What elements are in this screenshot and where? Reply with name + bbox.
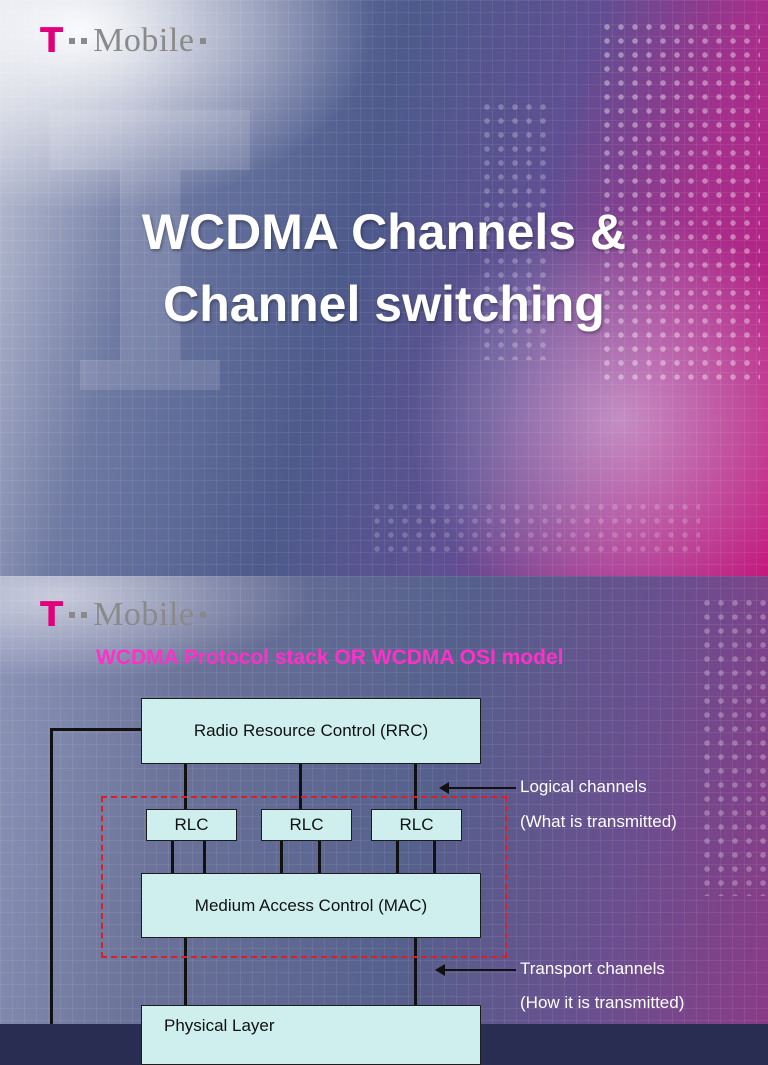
logo-dot	[200, 612, 207, 618]
logo-t: T	[40, 595, 64, 635]
dot-matrix-decoration	[480, 100, 550, 360]
title-line-2: Channel switching	[163, 276, 605, 332]
rlc-mac-line	[280, 840, 283, 874]
dot-matrix-decoration	[370, 500, 700, 560]
background-t-watermark	[50, 110, 250, 400]
mac-box: Medium Access Control (MAC)	[141, 873, 481, 938]
logo-dot	[69, 612, 76, 618]
rlc-mac-line	[171, 840, 174, 874]
logical-channel-line	[299, 763, 302, 809]
slide-title: WCDMA Channels & Channel switching	[0, 196, 768, 340]
rlc-box-3: RLC	[371, 809, 462, 841]
rlc-mac-line	[433, 840, 436, 874]
logical-channel-line	[414, 763, 417, 809]
rlc-mac-line	[318, 840, 321, 874]
logo-word: Mobile	[93, 22, 195, 59]
physical-layer-box: Physical Layer	[141, 1005, 481, 1065]
slide-subtitle: WCDMA Protocol stack OR WCDMA OSI model	[96, 646, 564, 669]
rrc-control-line	[50, 728, 53, 1024]
logical-channel-line	[184, 763, 187, 809]
logo-dot	[200, 38, 207, 44]
dot-matrix-decoration	[700, 596, 768, 896]
tmobile-logo: T Mobile	[40, 21, 207, 61]
rlc-box-1: RLC	[146, 809, 237, 841]
logo-dot	[81, 612, 88, 618]
logo-dot	[81, 38, 88, 44]
rlc-mac-line	[203, 840, 206, 874]
logical-channels-note: (What is transmitted)	[520, 812, 677, 831]
transport-channels-label: Transport channels	[520, 959, 665, 978]
logo-word: Mobile	[93, 596, 195, 633]
rlc-box-2: RLC	[261, 809, 352, 841]
logical-channels-arrow	[439, 782, 516, 794]
transport-channel-line	[184, 937, 187, 1007]
tmobile-logo-slide2: T Mobile	[40, 595, 207, 635]
rrc-box: Radio Resource Control (RRC)	[141, 698, 481, 764]
transport-channel-line	[414, 937, 417, 1007]
rlc-mac-line	[396, 840, 399, 874]
logo-dot	[69, 38, 76, 44]
transport-channels-note: (How it is transmitted)	[520, 993, 685, 1012]
rlc-mac-dashed-boundary	[101, 796, 507, 958]
logical-channels-label: Logical channels	[520, 777, 647, 796]
rrc-control-line	[50, 728, 142, 731]
transport-channels-arrow	[435, 964, 516, 976]
logo-t: T	[40, 21, 64, 61]
title-slide: T Mobile WCDMA Channels & Channel switch…	[0, 0, 768, 576]
title-line-1: WCDMA Channels &	[141, 204, 627, 260]
dot-matrix-decoration	[600, 20, 760, 380]
